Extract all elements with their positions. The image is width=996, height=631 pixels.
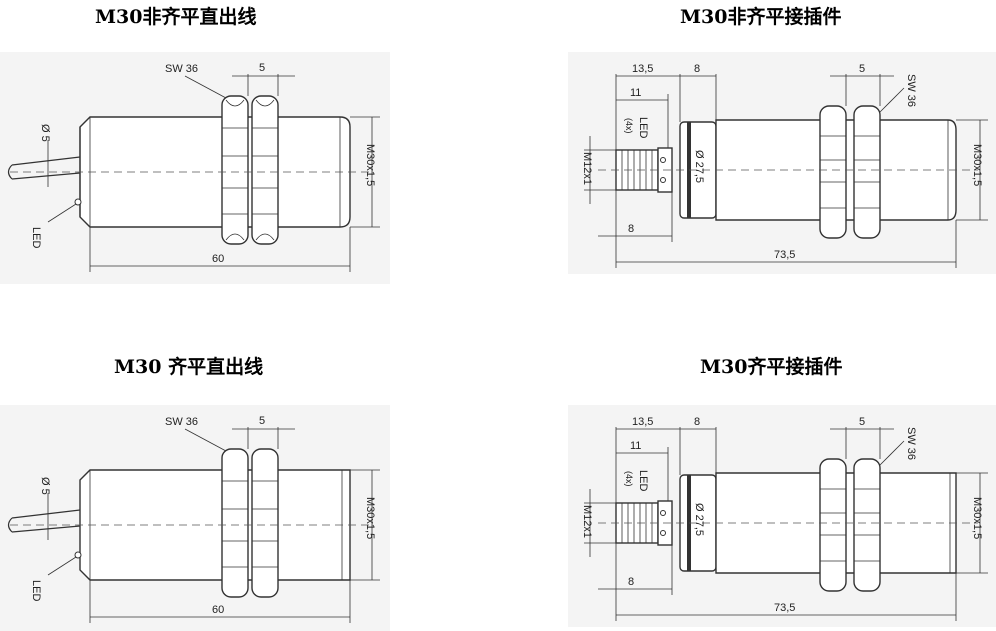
nut-1 bbox=[819, 458, 847, 592]
sensor-body bbox=[79, 116, 351, 228]
dim-13-5-label: 13,5 bbox=[632, 63, 653, 75]
cable bbox=[7, 156, 81, 180]
dim-8-bottom-label: 8 bbox=[628, 223, 634, 235]
length-label: 73,5 bbox=[774, 602, 795, 614]
thread-label: M30x1,5 bbox=[364, 144, 376, 186]
dim-11-label: 11 bbox=[630, 440, 641, 452]
thread-label: M30x1,5 bbox=[971, 144, 983, 186]
nut-1 bbox=[221, 95, 249, 245]
thread-label: M30x1,5 bbox=[364, 497, 376, 539]
led-label: LED bbox=[637, 470, 649, 491]
cable-diameter-label: Ø 5 bbox=[39, 477, 51, 495]
thread-label: M30x1,5 bbox=[971, 497, 983, 539]
collar-diameter-label: Ø 27,5 bbox=[693, 503, 705, 536]
nut-1 bbox=[819, 105, 847, 239]
wrench-size-label: SW 36 bbox=[905, 427, 917, 460]
nut-width-label: 5 bbox=[259, 415, 265, 427]
led-indicator bbox=[660, 530, 666, 536]
dim-8-top-label: 8 bbox=[694, 416, 700, 428]
connector-sensor-drawing-2: LED (4x) 13,5 8 11 SW 36 5 M12x1 Ø 27,5 … bbox=[568, 405, 996, 627]
length-label: 60 bbox=[212, 253, 224, 265]
diagram-title-3: M30 齐平直出线 bbox=[114, 356, 264, 378]
led-label: LED bbox=[30, 227, 42, 248]
connector-thread-label: M12x1 bbox=[581, 152, 593, 185]
connector-thread-label: M12x1 bbox=[581, 505, 593, 538]
cable-sensor-drawing-1: LED Ø 5 SW 36 5 M30x1,5 60 bbox=[0, 52, 390, 284]
length-label: 60 bbox=[212, 604, 224, 616]
collar-diameter-label: Ø 27,5 bbox=[693, 150, 705, 183]
diagram-title-1: M30非齐平直出线 bbox=[95, 6, 257, 28]
wrench-size-label: SW 36 bbox=[905, 74, 917, 107]
nut-2 bbox=[251, 95, 279, 245]
nut-1 bbox=[221, 448, 249, 598]
wrench-size-label: SW 36 bbox=[165, 416, 198, 428]
cable bbox=[7, 509, 81, 533]
led-indicator bbox=[660, 510, 666, 516]
dim-13-5-label: 13,5 bbox=[632, 416, 653, 428]
nut-2 bbox=[853, 105, 881, 239]
dim-11-label: 11 bbox=[630, 87, 641, 99]
led-label: LED bbox=[637, 117, 649, 138]
led-indicator bbox=[74, 198, 82, 206]
nut-width-label: 5 bbox=[259, 62, 265, 74]
led-indicator bbox=[660, 177, 666, 183]
dim-8-bottom-label: 8 bbox=[628, 576, 634, 588]
nut-width-label: 5 bbox=[859, 63, 865, 75]
wrench-size-label: SW 36 bbox=[165, 63, 198, 75]
nut-width-label: 5 bbox=[859, 416, 865, 428]
diagram-title-2: M30非齐平接插件 bbox=[680, 6, 842, 28]
length-label: 73,5 bbox=[774, 249, 795, 261]
led-count-label: (4x) bbox=[624, 118, 634, 134]
cable-sensor-drawing-2: LED Ø 5 SW 36 5 M30x1,5 60 bbox=[0, 405, 390, 631]
nut-2 bbox=[853, 458, 881, 592]
led-count-label: (4x) bbox=[624, 471, 634, 487]
led-label: LED bbox=[30, 580, 42, 601]
dim-8-top-label: 8 bbox=[694, 63, 700, 75]
cable-diameter-label: Ø 5 bbox=[39, 124, 51, 142]
led-indicator bbox=[660, 157, 666, 163]
connector-sensor-drawing-1: LED (4x) 13,5 8 11 SW 36 5 M12x1 Ø 27,5 … bbox=[568, 52, 996, 274]
led-indicator bbox=[74, 551, 82, 559]
diagram-title-4: M30齐平接插件 bbox=[700, 356, 843, 378]
nut-2 bbox=[251, 448, 279, 598]
